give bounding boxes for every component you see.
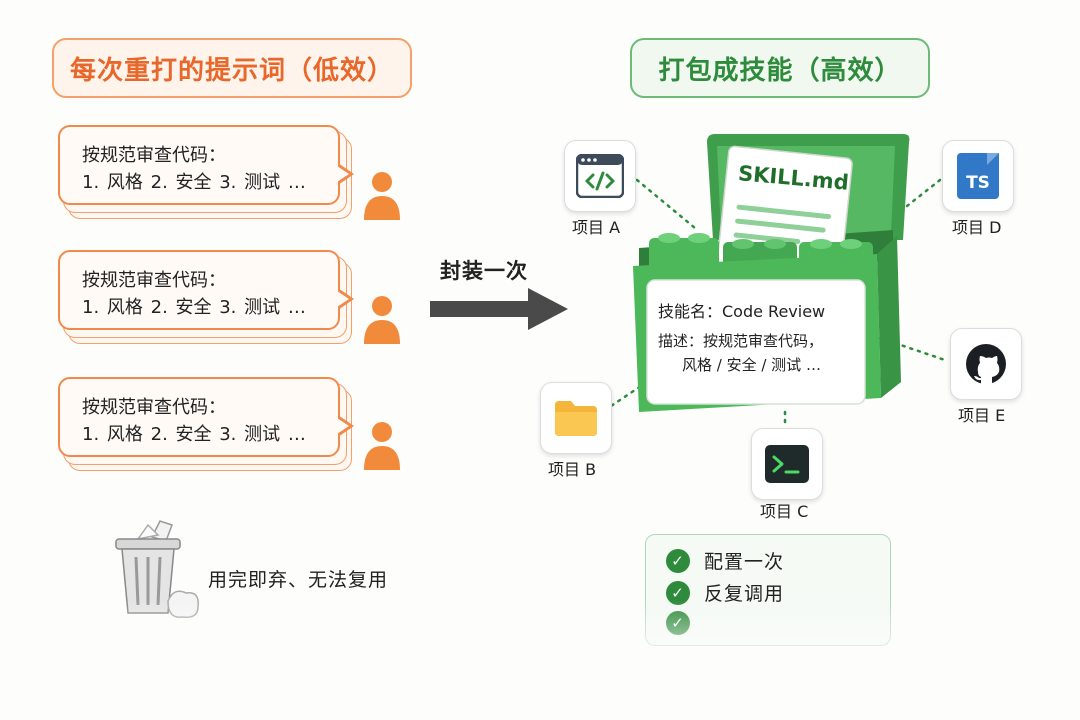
benefit-label: 配置一次 (704, 551, 785, 573)
benefit-label: 反复调用 (704, 583, 785, 605)
project-d-card: TS (942, 140, 1014, 212)
check-circle-icon: ✓ (666, 548, 690, 573)
bubble-line-2: 1. 风格 2. 安全 3. 测试 … (82, 297, 306, 318)
skill-name-line: 技能名：Code Review (658, 302, 826, 321)
bubble-line-1: 按规范审查代码： (82, 397, 226, 418)
bubble-line-1: 按规范审查代码： (82, 145, 226, 166)
arrow-right-icon (430, 288, 568, 330)
user-icon (364, 422, 400, 470)
benefit-item: ✓ 配置一次 (666, 547, 784, 574)
project-c-label: 项目 C (760, 502, 809, 521)
project-a-label: 项目 A (572, 218, 621, 237)
inefficient-prompts-title: 每次重打的提示词（低效） (52, 38, 412, 98)
bubble-line-2: 1. 风格 2. 安全 3. 测试 … (82, 424, 306, 445)
terminal-icon (765, 445, 809, 483)
user-icon (364, 172, 400, 220)
typescript-icon: TS (957, 153, 999, 199)
encapsulate-once-label: 封装一次 (440, 259, 528, 283)
typescript-badge-text: TS (966, 173, 990, 193)
discard-caption: 用完即弃、无法复用 (208, 569, 389, 591)
project-e-card (950, 328, 1022, 400)
project-b-card (540, 382, 612, 454)
bubble-line-1: 按规范审查代码： (82, 270, 226, 291)
bubble-line-2: 1. 风格 2. 安全 3. 测试 … (82, 172, 306, 193)
skill-desc-line-1: 描述：按规范审查代码， (658, 332, 824, 350)
bottom-fade-overlay (0, 600, 1080, 720)
github-icon (966, 344, 1006, 384)
skill-desc-line-2: 风格 / 安全 / 测试 … (682, 356, 821, 374)
folder-icon (555, 401, 597, 436)
prompt-bubble: 按规范审查代码： 1. 风格 2. 安全 3. 测试 … (58, 377, 358, 471)
project-b-label: 项目 B (548, 460, 597, 479)
project-d-label: 项目 D (952, 218, 1002, 237)
project-c-card (751, 428, 823, 500)
trash-can-icon (115, 520, 199, 619)
packaged-skill-title: 打包成技能（高效） (630, 38, 930, 98)
prompt-bubble: 按规范审查代码： 1. 风格 2. 安全 3. 测试 … (58, 250, 358, 344)
skill-box-illustration (633, 134, 910, 412)
project-a-card (564, 140, 636, 212)
user-icon (364, 296, 400, 344)
project-e-label: 项目 E (958, 406, 1006, 425)
code-window-icon (576, 154, 624, 198)
prompt-bubble: 按规范审查代码： 1. 风格 2. 安全 3. 测试 … (58, 125, 358, 219)
